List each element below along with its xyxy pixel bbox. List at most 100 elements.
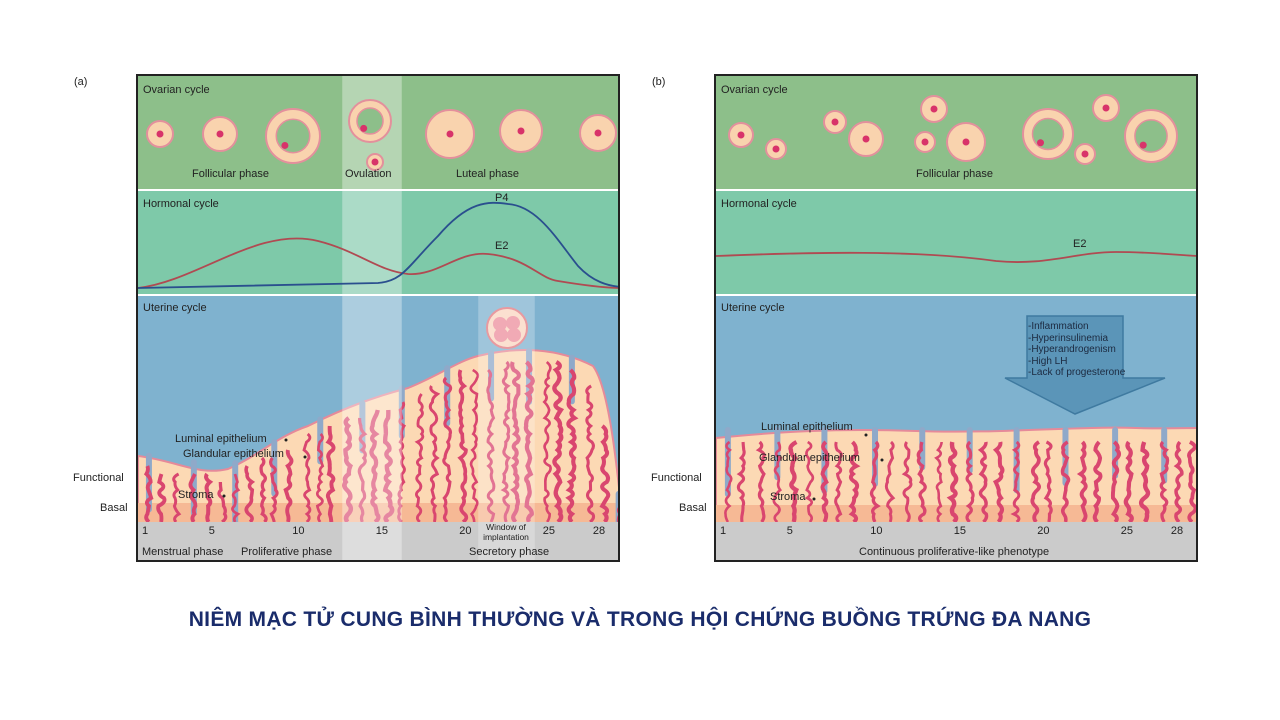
blood-vessel	[500, 360, 512, 523]
blood-vessels	[724, 427, 1196, 524]
blood-vessel	[382, 409, 395, 524]
blood-vessel	[848, 440, 861, 524]
blood-vessel	[188, 473, 198, 524]
day-tick-label: 1	[142, 525, 149, 537]
p4-label: P4	[495, 192, 509, 204]
blood-vessel	[156, 473, 167, 523]
stroma-label: Stroma	[770, 491, 806, 503]
blood-vessel	[736, 441, 746, 523]
blood-vessel	[1123, 440, 1134, 524]
blood-vessel	[1043, 440, 1053, 523]
functional-label-b: Functional	[651, 472, 702, 484]
blood-vessel	[342, 416, 354, 524]
blood-vessel	[523, 360, 535, 524]
blood-vessel	[1110, 440, 1121, 524]
factor-item: -High LH	[1028, 355, 1068, 367]
day-tick-label: 25	[542, 525, 556, 537]
blood-vessel	[172, 472, 182, 524]
blood-vessel	[869, 440, 881, 523]
blood-vessel	[315, 433, 325, 523]
blood-vessel	[965, 440, 975, 524]
day-tick-label: 15	[953, 525, 967, 537]
blood-vessel	[772, 441, 783, 524]
blood-vessel	[357, 417, 368, 523]
stroma-label: Stroma	[178, 489, 214, 501]
basal-label-b: Basal	[679, 502, 707, 514]
panel-a-label: (a)	[74, 76, 88, 88]
panel-b-label: (b)	[652, 76, 666, 88]
blood-vessel	[442, 376, 453, 524]
blood-vessel	[616, 507, 618, 523]
pcos-cycle-diagram	[716, 76, 1196, 560]
blood-vessel	[552, 360, 565, 524]
p4-curve	[138, 201, 618, 289]
secretory-phase-label: Secretory phase	[469, 546, 550, 558]
factor-item: -Lack of progesterone	[1028, 367, 1126, 378]
blood-vessel	[469, 368, 480, 523]
blood-vessel	[1092, 440, 1103, 524]
blood-vessel	[1138, 441, 1151, 524]
blood-vessel	[143, 465, 154, 524]
blood-vessel	[1173, 440, 1184, 524]
blood-vessel	[977, 441, 989, 524]
blood-vessel	[585, 384, 596, 524]
blood-vessel	[934, 441, 943, 523]
embryo-icon	[486, 307, 528, 349]
blood-vessel	[414, 393, 425, 524]
blood-vessel	[788, 440, 800, 523]
normal-cycle-panel: Ovarian cycle Follicular phase Ovulation…	[136, 74, 620, 562]
luteal-phase-label: Luteal phase	[456, 168, 519, 180]
functional-label-a: Functional	[73, 472, 124, 484]
day-tick-label: 25	[1120, 525, 1134, 537]
blood-vessel	[992, 441, 1005, 524]
glandular-epithelium-label: Glandular epithelium	[183, 448, 284, 460]
day-tick-label: 10	[292, 525, 305, 537]
blood-vessels	[143, 347, 618, 538]
blood-vessel	[217, 481, 228, 524]
day-tick-label: 5	[208, 525, 215, 537]
day-tick-label: 15	[375, 525, 389, 537]
blood-vessel	[283, 449, 294, 523]
luminal-epithelium-label: Luminal epithelium	[761, 421, 853, 433]
blood-vessel	[510, 361, 521, 524]
e2-label: E2	[495, 240, 509, 252]
phenotype-label: Continuous proliferative-like phenotype	[859, 546, 1050, 558]
day-tick-label: 28	[1170, 525, 1184, 537]
blood-vessel	[820, 440, 830, 523]
blood-vessel	[884, 440, 896, 523]
factor-item: -Hyperandrogenism	[1028, 344, 1116, 355]
blood-vessel	[916, 441, 927, 524]
hormonal-cycle-title: Hormonal cycle	[143, 198, 219, 210]
blood-vessel	[204, 472, 214, 523]
hormonal-cycle-title: Hormonal cycle	[721, 198, 797, 210]
window-of-implantation-label: Window of implantation	[483, 522, 529, 542]
blood-vessel	[599, 424, 611, 524]
proliferative-phase-label: Proliferative phase	[241, 546, 333, 558]
e2-label: E2	[1073, 238, 1087, 250]
menstrual-phase-label: Menstrual phase	[142, 546, 224, 558]
blood-vessel	[565, 368, 579, 524]
day-tick-label: 20	[459, 525, 472, 537]
factor-item: -Hyperinsulinemia	[1028, 332, 1109, 344]
follicles	[728, 94, 1178, 165]
blood-vessel	[486, 368, 496, 523]
day-tick-label: 5	[786, 525, 793, 537]
blood-vessel	[901, 441, 913, 523]
ovulation-label: Ovulation	[345, 168, 392, 180]
day-tick-label: 1	[720, 525, 727, 537]
day-tick-label: 10	[870, 525, 883, 537]
pcos-cycle-panel: Ovarian cycle Follicular phase Hormonal …	[714, 74, 1198, 562]
blood-vessel	[834, 441, 843, 524]
blood-vessel	[369, 409, 381, 524]
e2-curve	[138, 237, 618, 289]
blood-vessel	[1030, 440, 1041, 524]
blood-vessel	[259, 456, 268, 524]
blood-vessel	[542, 360, 552, 523]
e2-curve	[716, 251, 1196, 263]
down-arrow-icon	[1004, 315, 1166, 415]
blood-vessel	[269, 457, 279, 523]
uterine-cycle-title: Uterine cycle	[143, 302, 207, 314]
blood-vessel	[724, 440, 733, 523]
follicles	[146, 99, 617, 171]
blood-vessel	[946, 441, 959, 524]
